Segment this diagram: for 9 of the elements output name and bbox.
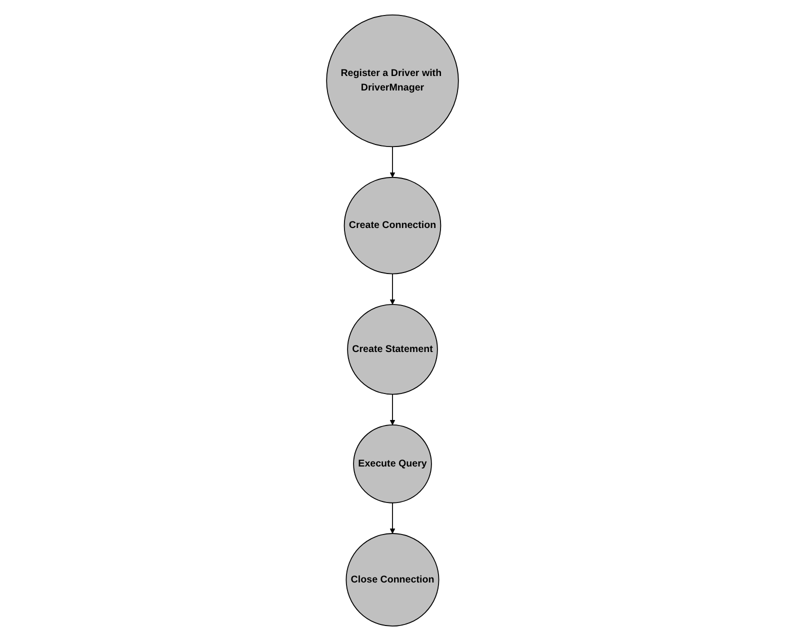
- arrow: [390, 394, 396, 426]
- arrow: [390, 146, 396, 178]
- arrow: [390, 502, 396, 534]
- node-circle: Register a Driver with DriverMnager: [326, 14, 459, 148]
- arrow: [390, 273, 396, 305]
- node-circle: Create Connection: [344, 176, 442, 274]
- node-circle: Create Statement: [347, 304, 438, 395]
- node-circle: Execute Query: [353, 424, 432, 504]
- node-circle: Close Connection: [346, 533, 440, 627]
